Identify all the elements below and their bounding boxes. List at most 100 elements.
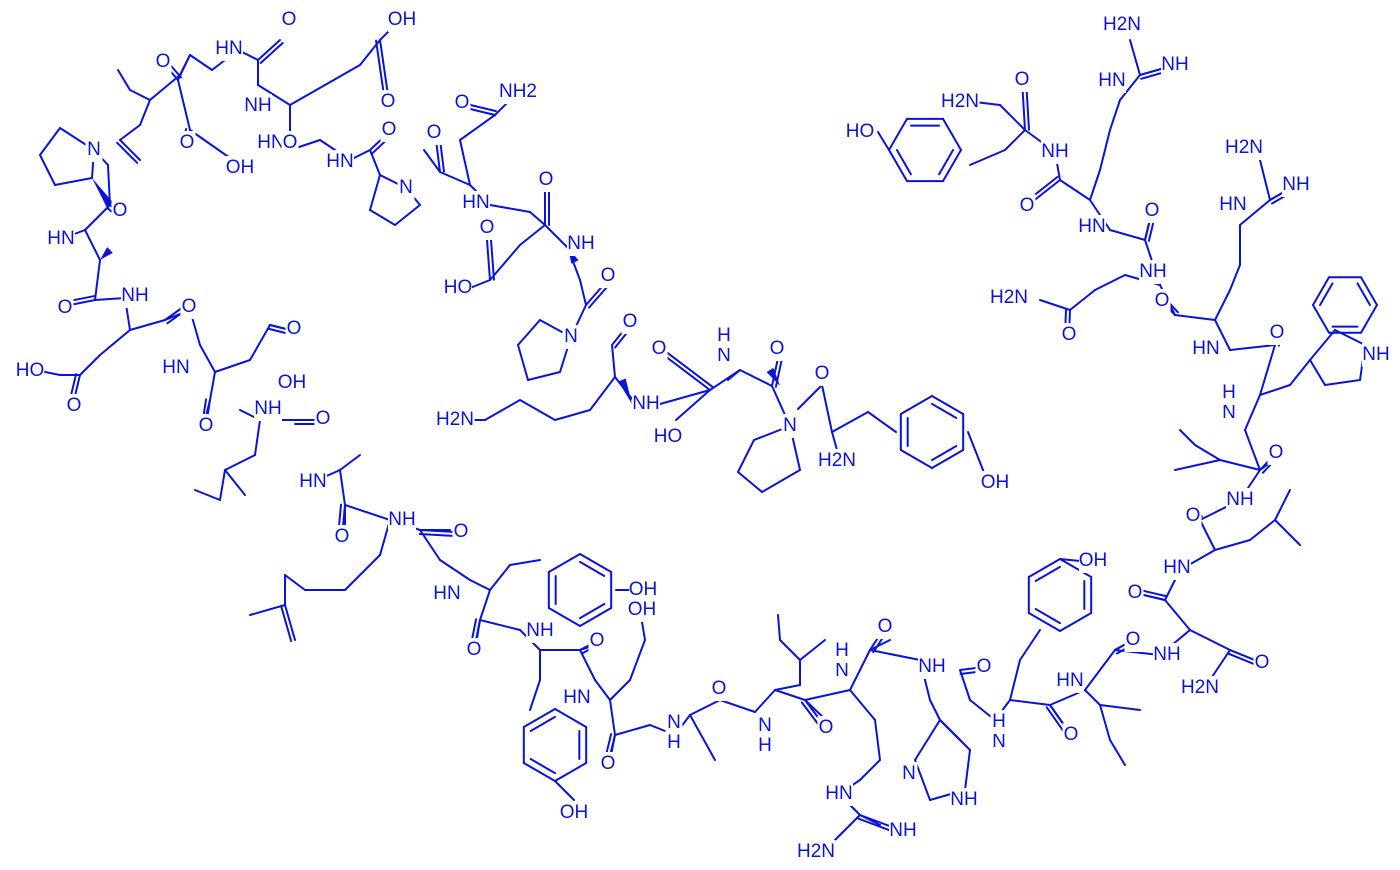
bond [899,395,933,415]
bond [1249,519,1276,541]
atom-label-o-a1: O [156,51,171,72]
bond [529,758,556,775]
atom-label-o-ala1: O [58,297,73,318]
bond [547,607,581,627]
label-backdrop [846,120,874,144]
bond [369,149,381,176]
atom-label-o-leu2: O [819,717,834,738]
bond [821,384,833,433]
bond [489,204,531,213]
bond [719,699,756,713]
bond [779,639,801,661]
bond [419,529,456,533]
bond [1109,229,1146,241]
bond [1027,612,1061,632]
atom-label-o-pro4: O [770,338,785,359]
atom-label-o-pro2: O [382,119,397,140]
atom-label-o-tyr2: O [467,639,482,660]
label-backdrop [16,359,44,383]
label-backdrop [326,150,354,174]
bond [609,679,631,701]
atom-label-hn-ile1: HN [1056,670,1083,691]
label-backdrop [989,286,1029,310]
label-backdrop [452,520,470,544]
bond [177,79,191,131]
bond [1069,289,1096,311]
label-backdrop [665,711,683,735]
atom-label-n-pro1: N [87,139,101,160]
atom-label-hn-ala1: HN [47,228,74,249]
label-backdrop [1060,323,1078,347]
bond [849,689,876,721]
label-backdrop [281,131,299,155]
bond [1209,649,1231,681]
bond [1312,276,1330,306]
atom-label-oh-top: OH [388,9,417,30]
atom-label-oh-tyr2: OH [629,579,658,600]
atom-label-oh-asp3: OH [278,372,307,393]
bond [942,149,962,183]
bond [1039,299,1071,311]
label-backdrop [710,677,728,701]
bond [1059,558,1081,562]
atom-label-o-tyr3: O [590,630,605,651]
label-backdrop [1079,549,1107,573]
bond [1099,704,1141,711]
atom-label-o-asp2: O [539,169,554,190]
label-backdrop [537,168,555,192]
atom-label-oh-asp1: OH [226,157,255,178]
bond [459,114,496,141]
atom-label-h-tyr4: H [992,711,1006,732]
bond [1027,558,1061,578]
label-backdrop [121,284,149,308]
label-backdrop [435,408,475,432]
bond [1034,565,1061,582]
label-backdrop [1102,13,1142,37]
bond [554,780,575,801]
bond [969,149,1006,166]
bond [594,679,611,701]
bond [659,389,711,405]
bond [1214,289,1231,321]
label-backdrop [1161,53,1189,77]
bond [1324,379,1361,386]
bond [99,329,131,356]
bond [761,469,801,493]
bond [999,104,1026,131]
bond [344,554,381,591]
bond [1084,689,1101,706]
label-backdrop [1139,260,1167,284]
bond [877,131,890,151]
bond [249,604,286,616]
bond [1244,394,1261,431]
bond [94,259,101,301]
atom-label-nh-arg2g: NH [889,820,916,841]
label-backdrop [1098,69,1126,93]
bond [1164,599,1191,631]
atom-label-h-trp: H [1222,382,1236,403]
bond [39,127,61,156]
atom-label-hn-ala3: N [667,712,681,733]
label-backdrop [244,94,272,118]
bond [465,107,496,116]
bond [774,684,801,691]
atom-label-o-trp: O [1270,322,1285,343]
label-backdrop [628,598,656,622]
bond [517,344,529,381]
label-backdrop [1267,441,1285,465]
bond [1019,629,1041,661]
label-backdrop [654,425,682,449]
bond [257,39,281,61]
bond [1360,304,1378,334]
bond [675,389,711,421]
bond [149,74,181,101]
atom-label-hn-arg4g: HN [1098,70,1125,91]
bond [1034,608,1061,625]
label-backdrop [756,734,774,758]
atom-label-o-arg1: O [454,521,469,542]
label-backdrop [1143,199,1161,223]
atom-label-o-arg2: O [878,616,893,637]
bond [629,639,646,681]
bond [459,139,471,186]
bond [465,103,497,113]
